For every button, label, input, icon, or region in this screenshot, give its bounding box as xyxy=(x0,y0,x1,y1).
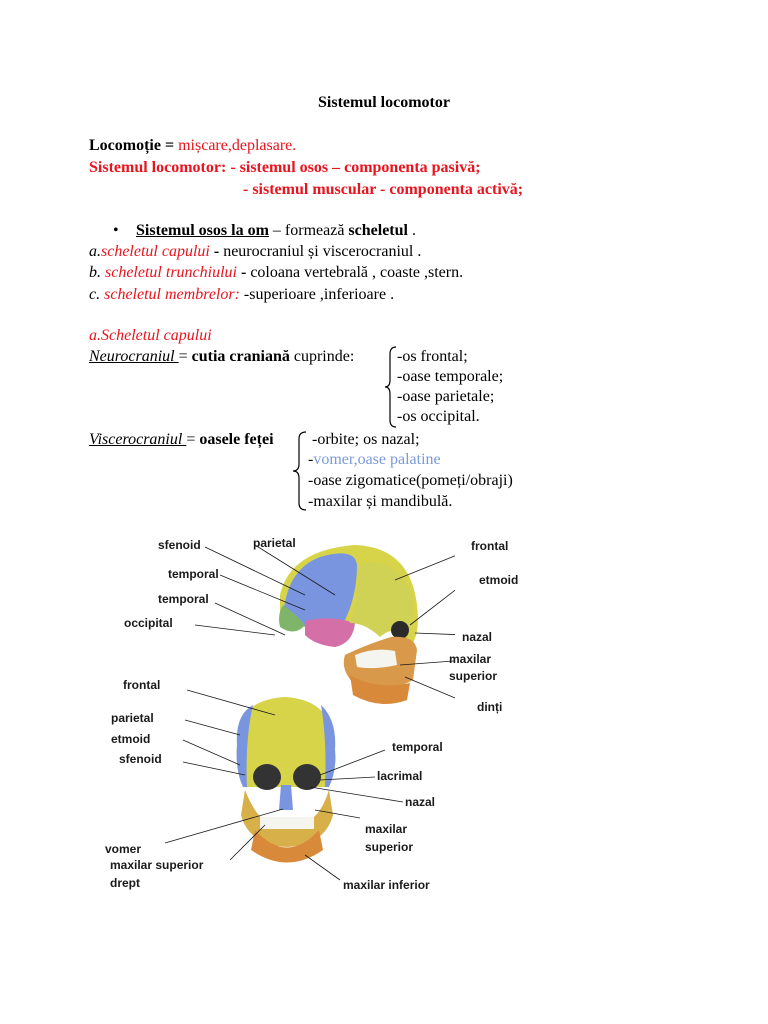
bullet-mid: – formează xyxy=(268,222,349,239)
label-frontal: frontal xyxy=(471,539,509,553)
bullet-label: Sistemul osos la om xyxy=(136,222,269,239)
visc-dash: - xyxy=(308,451,314,468)
label-dinti: dinți xyxy=(477,700,503,714)
visc-item: -maxilar și mandibulă. xyxy=(308,493,453,510)
list-prefix: a. xyxy=(89,243,101,260)
list-name: scheletul capului xyxy=(101,243,210,260)
visc-line: Viscerocraniul = oasele feței xyxy=(89,430,274,450)
sistem-label: Sistemul locomotor: xyxy=(89,159,227,176)
list-dash: - xyxy=(236,264,251,281)
bullet-line: • Sistemul osos la om – formează scheletu… xyxy=(113,221,416,241)
visc-brace xyxy=(292,431,307,511)
sistem-line-2: - sistemul muscular - componenta activă; xyxy=(243,181,524,198)
label-superior: superior xyxy=(449,669,498,683)
visc-blue-text: vomer,oase palatine xyxy=(313,451,441,468)
visc-item: -orbite; os nazal; xyxy=(312,431,420,448)
visc-label: Viscerocraniul xyxy=(89,431,187,448)
list-text: neurocraniul și viscerocraniul . xyxy=(223,243,422,260)
list-name: scheletul membrelor: xyxy=(104,286,240,303)
list-item: c. scheletul membrelor: -superioare ,inf… xyxy=(89,285,394,305)
visc-eq: = xyxy=(186,431,200,448)
list-text: -superioare ,inferioare . xyxy=(243,286,395,303)
leader-lines xyxy=(164,544,455,881)
equals-sign: = xyxy=(160,137,179,154)
locomotie-label: Locomoție xyxy=(89,137,161,154)
neuro-item: -oase parietale; xyxy=(397,388,495,405)
sistem-osos-text: - sistemul osos – componenta pasivă; xyxy=(226,159,481,176)
list-prefix: c. xyxy=(89,286,105,303)
skull-figure xyxy=(164,544,455,881)
visc-item: -oase zigomatice(pomeți/obraji) xyxy=(308,472,513,489)
list-name: scheletul trunchiului xyxy=(105,264,237,281)
neuro-brace xyxy=(384,346,397,428)
neuro-item: -os occipital. xyxy=(397,408,480,425)
neuro-eq: = xyxy=(178,348,192,365)
label-nazal: nazal xyxy=(462,630,493,644)
sistem-line-1: Sistemul locomotor: - sistemul osos – co… xyxy=(89,158,481,178)
bullet-dot: • xyxy=(113,222,119,239)
bullet-strong: scheletul xyxy=(348,222,408,239)
locomotie-value: mișcare,deplasare. xyxy=(178,137,297,154)
list-text: coloana vertebrală , coaste ,stern. xyxy=(250,264,464,281)
side-skull xyxy=(279,545,418,704)
list-dash: - xyxy=(209,243,224,260)
list-item: b. scheletul trunchiului - coloana verte… xyxy=(89,263,463,283)
neuro-line: Neurocraniul = cutia craniană cuprinde: xyxy=(89,347,354,367)
list-prefix: b. xyxy=(89,264,105,281)
visc-item: -vomer,oase palatine xyxy=(308,450,441,470)
neuro-item: -oase temporale; xyxy=(397,368,504,385)
visc-strong: oasele feței xyxy=(199,431,274,448)
page-title: Sistemul locomotor xyxy=(318,94,450,111)
section-heading: a.Scheletul capului xyxy=(89,327,212,344)
neuro-item: -os frontal; xyxy=(397,348,468,365)
locomotie-line: Locomoție = mișcare,deplasare. xyxy=(89,136,296,156)
list-item: a.scheletul capului - neurocraniul și vi… xyxy=(89,242,421,262)
bullet-end: . xyxy=(407,222,416,239)
neuro-label: Neurocraniul xyxy=(89,348,179,365)
label-etmoid: etmoid xyxy=(479,573,519,587)
neuro-rest: cuprinde: xyxy=(289,348,355,365)
front-skull xyxy=(236,697,336,863)
neuro-strong: cutia craniană xyxy=(191,348,290,365)
label-maxilar: maxilar xyxy=(449,652,492,666)
